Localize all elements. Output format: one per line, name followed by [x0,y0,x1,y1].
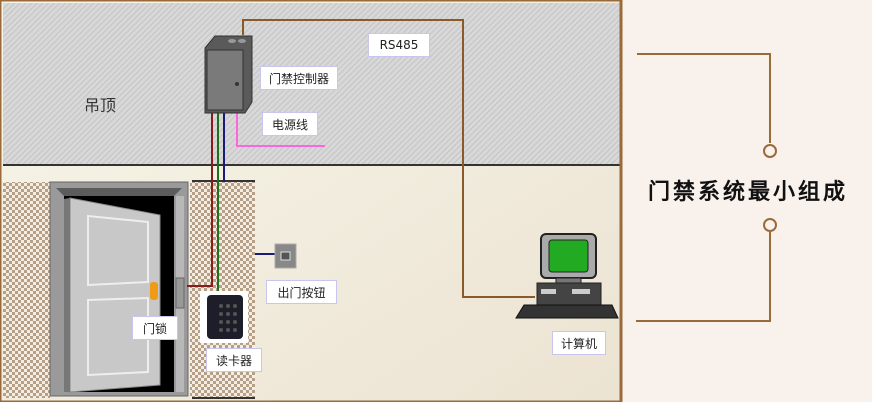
bracket-top [637,53,771,143]
power-line-label: 电源线 [262,112,318,136]
rs485-label: RS485 [368,33,430,57]
bracket-bottom [636,232,771,322]
power-cable [236,113,325,147]
door-lock-icon [150,282,158,300]
card-reader-icon [207,295,243,339]
card-reader-label: 读卡器 [206,348,262,372]
rs485-cable [242,19,535,298]
side-title: 门禁系统最小组成 [648,179,849,205]
ceiling-label: 吊顶 [84,96,117,115]
left-wall [3,182,50,398]
door [49,181,189,397]
computer-label: 计算机 [552,331,606,355]
lock-wire [187,113,213,287]
controller-cabinet-icon [204,35,253,114]
door-lock-label: 门锁 [132,316,178,340]
computer-icon [515,233,619,319]
exit-button-label: 出门按钮 [266,280,337,304]
controller-label: 门禁控制器 [260,66,338,90]
